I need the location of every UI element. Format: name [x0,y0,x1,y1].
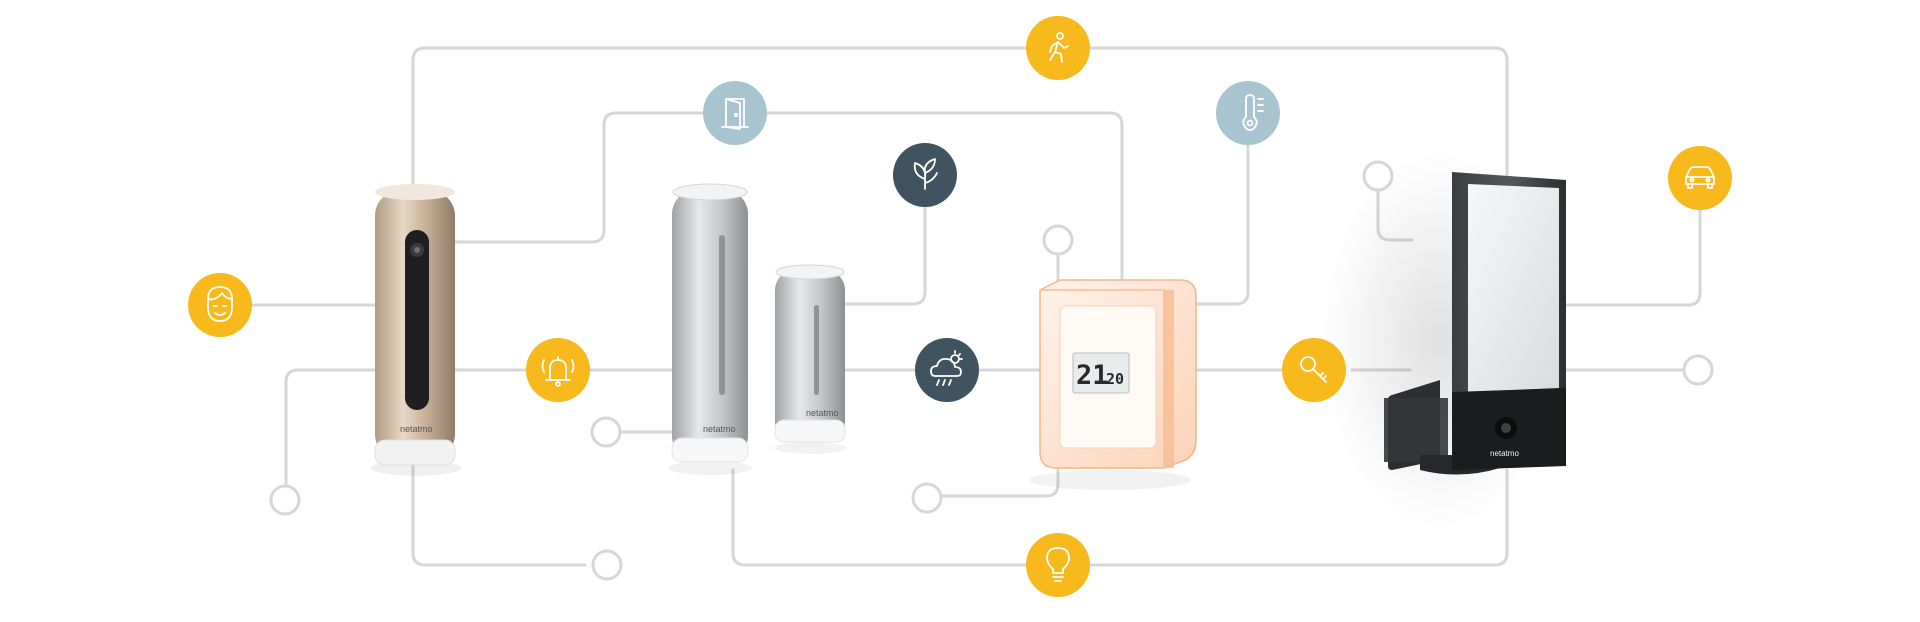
node-circle [591,549,623,581]
light-bulb-icon [1026,533,1090,597]
alarm-bell-icon [526,338,590,402]
connector-door-loop [453,111,1124,284]
thermostat-setpoint: 20 [1106,370,1124,388]
connector-bottom-left [411,463,587,567]
node-circle [590,416,622,448]
thermostat-temperature: 21 [1076,360,1109,391]
brand-label: netatmo [703,424,736,434]
brand-label: netatmo [806,408,839,418]
leaf-icon [893,143,957,207]
connector-lines [246,46,1702,567]
connector-lower-node [939,438,1060,498]
walking-person-icon [1026,16,1090,80]
connector-top-loop [411,46,1509,397]
connector-nodes [269,160,1714,581]
weather-icon [915,338,979,402]
presence-camera: netatmo [1320,150,1566,530]
thermometer-icon [1216,81,1280,145]
brand-label: netatmo [400,424,433,434]
node-circle [911,482,943,514]
connector-bottom-loop [731,468,1509,567]
weather-station-outdoor-module: netatmo [774,264,846,454]
connector-thermo [1188,138,1250,306]
node-circle [1042,224,1074,256]
face-icon [188,273,252,337]
door-icon [703,81,767,145]
node-circle [269,484,301,516]
car-icon [1668,146,1732,210]
welcome-camera: netatmo [371,184,461,476]
brand-label: netatmo [1490,449,1519,458]
node-circle [1682,354,1714,386]
connector-car [1558,203,1702,307]
thermostat: 21 20 [1030,279,1197,490]
connector-leaf [818,200,927,306]
weather-station-indoor-module: netatmo [668,183,752,475]
key-icon [1282,338,1346,402]
connector-left-bottom [284,368,380,487]
